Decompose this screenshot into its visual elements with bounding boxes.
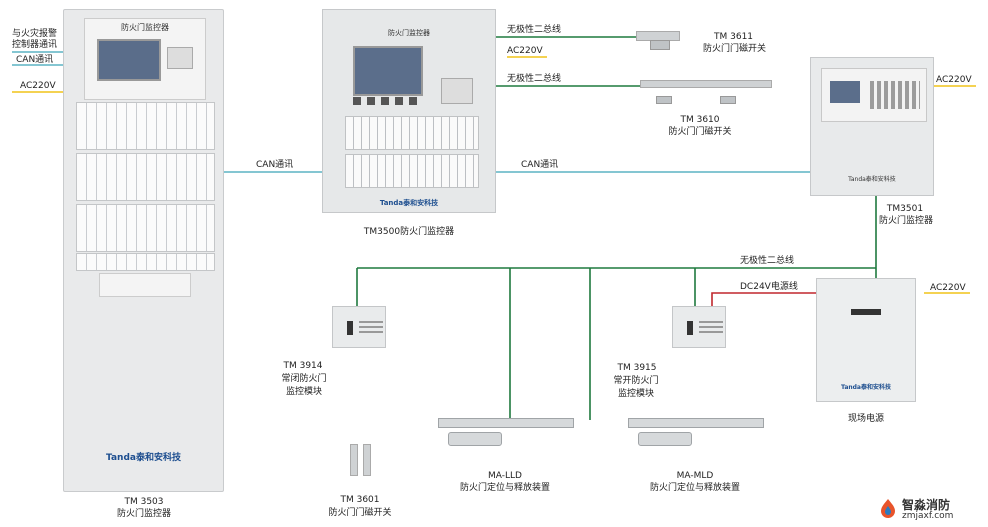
bus-label-top1: 无极性二总线 <box>507 25 562 35</box>
tm3601-desc: 防火门门磁开关 <box>328 508 392 518</box>
tm3915-text-lines <box>699 321 723 323</box>
tm3503-name: TM 3503 <box>124 497 164 507</box>
cabinet-printer <box>167 47 193 69</box>
panel-buttons <box>353 97 423 105</box>
ac-label-panel: AC220V <box>507 46 543 56</box>
tm3601-magnet-2 <box>363 444 371 476</box>
tm3501-front <box>821 68 927 122</box>
tm3503-cabinet: 防火门监控器 Tanda泰和安科技 <box>63 9 224 492</box>
tm3501-name: TM3501 <box>886 204 924 214</box>
ac-label-right: AC220V <box>936 75 972 85</box>
can-label-right: CAN通讯 <box>521 160 559 170</box>
tm3601-magnet-1 <box>350 444 358 476</box>
bus-lines <box>356 36 877 420</box>
tm3914-text-lines <box>359 321 383 323</box>
tm3503-desc: 防火门监控器 <box>116 509 171 519</box>
tm3611-plate <box>650 40 670 50</box>
tm3610-block-2 <box>720 96 736 104</box>
watermark: 智淼消防 zmjaxf.com <box>876 496 986 524</box>
can-lines <box>12 64 810 173</box>
tm3914-slot <box>347 321 353 335</box>
fire-alarm-label-2: 控制器通讯 <box>12 40 58 50</box>
psu-brand: Tanda泰和安科技 <box>841 384 891 391</box>
fire-alarm-label-1: 与火灾报警 <box>12 29 58 39</box>
ma-mld-name: MA-MLD <box>676 471 714 481</box>
tm3915-desc1: 常开防火门 <box>613 376 659 386</box>
tm3914-name: TM 3914 <box>283 361 323 371</box>
cabinet-rack-3 <box>76 204 215 252</box>
site-power-supply: Tanda泰和安科技 <box>816 278 916 402</box>
cabinet-rack-1 <box>76 102 215 150</box>
bus-label-mid: 无极性二总线 <box>740 256 795 266</box>
can-label-left: CAN通讯 <box>256 160 294 170</box>
ac-label-psu: AC220V <box>930 283 966 293</box>
bus-label-top2: 无极性二总线 <box>507 74 562 84</box>
tm3915-name: TM 3915 <box>617 363 657 373</box>
tm3610-rail <box>640 80 772 88</box>
ma-mld-desc: 防火门定位与释放装置 <box>649 483 740 493</box>
tm3501-desc: 防火门监控器 <box>878 216 933 226</box>
ma-lld-desc: 防火门定位与释放装置 <box>459 483 550 493</box>
psu-indicators <box>851 309 881 315</box>
tm3501-keys <box>870 81 920 109</box>
dc24-line <box>711 292 816 306</box>
ma-mld-closer <box>638 432 692 446</box>
psu-name: 现场电源 <box>847 414 884 424</box>
tm3610-desc: 防火门门磁开关 <box>668 127 732 137</box>
panel-grid-1 <box>345 116 479 150</box>
can-label-left-edge: CAN通讯 <box>16 55 54 65</box>
tm3914-desc1: 常闭防火门 <box>281 374 327 384</box>
panel-printer <box>441 78 473 104</box>
panel-brand: Tanda泰和安科技 <box>379 199 439 207</box>
cabinet-rack-2 <box>76 153 215 201</box>
tm3610-block-1 <box>656 96 672 104</box>
ma-mld-rail <box>628 418 764 428</box>
tm3915-slot <box>687 321 693 335</box>
tm3500-panel: 防火门监控器 Tanda泰和安科技 <box>322 9 496 213</box>
ac-underlines <box>12 56 976 294</box>
tm3611-desc: 防火门门磁开关 <box>703 44 767 54</box>
panel-screen <box>353 46 423 96</box>
power-lines <box>711 292 816 306</box>
ac-label-left-edge: AC220V <box>20 81 56 91</box>
cabinet-brand: Tanda泰和安科技 <box>106 453 181 463</box>
watermark-url: zmjaxf.com <box>902 511 954 521</box>
ma-lld-closer <box>448 432 502 446</box>
cabinet-indicator <box>99 273 191 297</box>
tm3501-controller: Tanda泰和安科技 <box>810 57 934 196</box>
tm3611-name: TM 3611 <box>714 32 754 42</box>
ma-lld-name: MA-LLD <box>488 471 522 481</box>
cabinet-panel-title: 防火门监控器 <box>121 23 169 32</box>
tm3501-brand: Tanda泰和安科技 <box>848 176 896 183</box>
cabinet-rack-4 <box>76 253 215 271</box>
ma-lld-rail <box>438 418 574 428</box>
flame-logo-icon <box>881 499 895 518</box>
cabinet-head: 防火门监控器 <box>84 18 206 100</box>
tm3610-name: TM 3610 <box>680 115 720 125</box>
tm3915-module <box>672 306 726 348</box>
watermark-name: 智淼消防 <box>902 498 951 512</box>
panel-grid-2 <box>345 154 479 188</box>
tm3914-module <box>332 306 386 348</box>
tm3500-name: TM3500防火门监控器 <box>363 227 455 237</box>
tm3501-screen <box>830 81 860 103</box>
tm3915-desc2: 监控模块 <box>617 389 654 399</box>
panel-title: 防火门监控器 <box>388 29 430 37</box>
tm3601-name: TM 3601 <box>340 495 380 505</box>
dc24-label: DC24V电源线 <box>740 282 798 292</box>
cabinet-screen <box>97 39 161 81</box>
tm3914-desc2: 监控模块 <box>285 387 322 397</box>
